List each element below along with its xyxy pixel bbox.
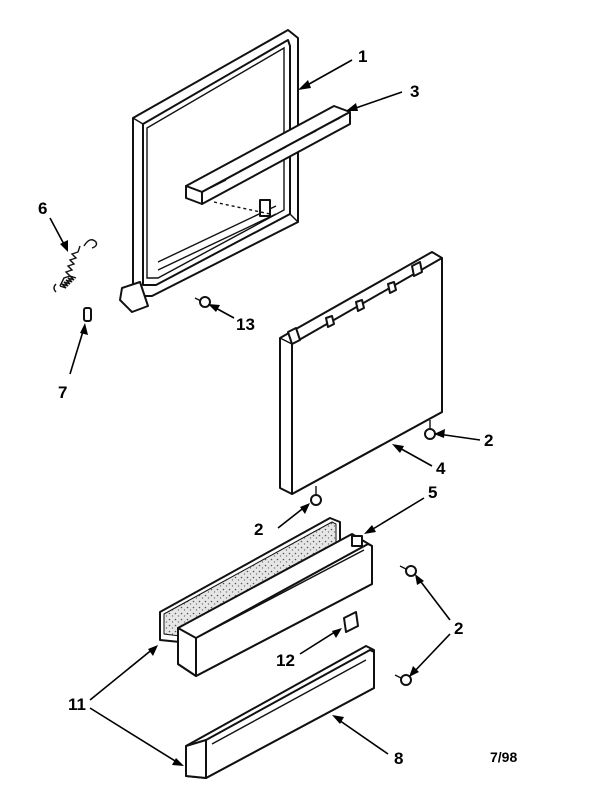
screw-2a [424,420,436,440]
callout-11: 11 [68,695,86,714]
callout-3: 3 [410,82,419,101]
callout-5: 5 [428,483,437,502]
callout-7: 7 [58,383,67,402]
callout-13: 13 [236,315,255,334]
screw-2d [394,674,412,686]
door-spring [53,239,98,293]
leader-lines [49,59,481,766]
screw-2c [399,565,417,577]
screw-2b [310,486,322,506]
callout-2-left: 2 [254,520,263,539]
screw-13 [194,296,211,308]
small-clip [83,307,92,322]
callout-6: 6 [38,199,47,218]
bracket-rail [185,105,351,215]
insulation-strip [159,517,341,643]
inner-door-frame [119,29,299,313]
lower-channel [177,533,373,677]
outer-door-panel [279,251,443,495]
callout-12: 12 [276,651,295,670]
callout-4: 4 [436,459,446,478]
callout-2-right: 2 [454,619,463,638]
callout-2-top: 2 [484,431,493,450]
callout-8: 8 [394,749,403,768]
callout-1: 1 [358,47,367,66]
kick-plate-clip [343,611,359,633]
toe-panel [185,645,375,779]
date-code: 7/98 [490,749,517,765]
